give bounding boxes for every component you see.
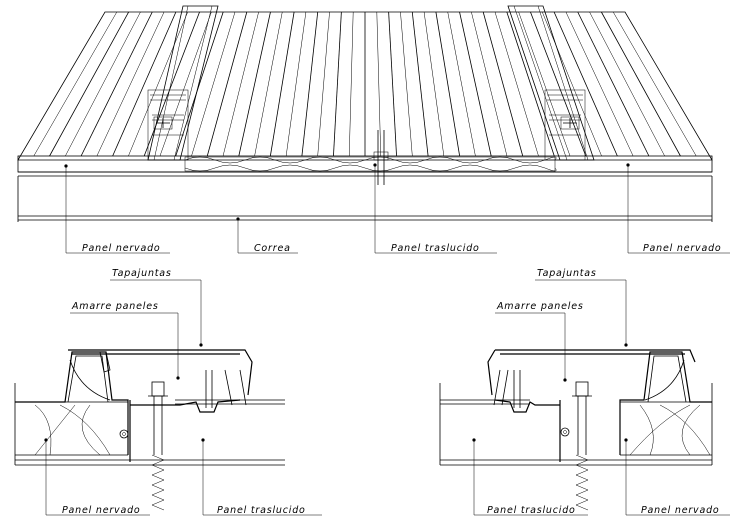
panel-rib: [376, 11, 382, 157]
panel-rib: [601, 11, 681, 157]
panel-rib: [254, 11, 283, 157]
panel-rib: [269, 11, 295, 157]
label-panel-nervado-top-left: Panel nervado: [82, 243, 161, 254]
panel-rib: [388, 11, 397, 157]
panel-rib: [447, 11, 476, 157]
panel-rib: [459, 11, 492, 157]
top-leaders: [64, 163, 730, 254]
panel-rib: [577, 11, 650, 157]
panel-rib: [238, 11, 271, 157]
panel-rib: [285, 11, 307, 157]
panel-rib: [112, 11, 177, 157]
label-tapajuntas-left: Tapajuntas: [112, 268, 172, 279]
label-tapajuntas-right: Tapajuntas: [537, 268, 597, 279]
panel-rib: [553, 11, 618, 157]
panel-rib: [333, 11, 342, 157]
panel-rib: [612, 11, 697, 157]
panel-rib: [191, 11, 236, 157]
label-panel-traslucido-top: Panel traslucido: [391, 243, 480, 254]
left-joint-cover: [147, 5, 219, 161]
panel-rib: [49, 11, 129, 157]
panel-rib: [175, 11, 224, 157]
panel-rib: [411, 11, 429, 157]
panel-rib: [206, 11, 248, 157]
panel-rib: [471, 11, 508, 157]
panel-rib: [542, 11, 602, 157]
panel-rib: [301, 11, 319, 157]
label-panel-nervado-left: Panel nervado: [62, 505, 141, 516]
label-panel-nervado-right: Panel nervado: [641, 505, 720, 516]
panel-rib: [65, 11, 141, 157]
panel-rib: [423, 11, 445, 157]
panel-rib: [482, 11, 524, 157]
right-joint-detail: [439, 279, 730, 516]
panel-rib: [80, 11, 153, 157]
panel-rib: [506, 11, 555, 157]
panel-rib: [565, 11, 634, 157]
left-joint-detail: [14, 279, 322, 516]
label-panel-traslucido-left: Panel traslucido: [217, 505, 306, 516]
panel-insulation-section: [17, 155, 713, 173]
label-correa: Correa: [254, 243, 291, 254]
label-amarre-left: Amarre paneles: [71, 301, 159, 312]
panel-rib: [159, 11, 212, 157]
right-joint-cover: [507, 5, 595, 161]
label-panel-traslucido-right: Panel traslucido: [487, 505, 576, 516]
panel-rib: [435, 11, 461, 157]
panel-rib: [518, 11, 571, 157]
panel-rib: [143, 11, 200, 157]
label-panel-nervado-top-right: Panel nervado: [643, 243, 722, 254]
panel-ribs: [33, 11, 697, 157]
label-amarre-right: Amarre paneles: [496, 301, 584, 312]
panel-rib: [222, 11, 259, 157]
panel-rib: [530, 11, 587, 157]
panel-rib: [348, 11, 354, 157]
panel-rib: [96, 11, 165, 157]
panel-rib: [494, 11, 539, 157]
top-perspective-view: [17, 5, 713, 222]
panel-rib: [589, 11, 665, 157]
panel-rib: [33, 11, 118, 157]
panel-rib: [128, 11, 188, 157]
panel-rib: [317, 11, 330, 157]
panel-rib: [400, 11, 413, 157]
